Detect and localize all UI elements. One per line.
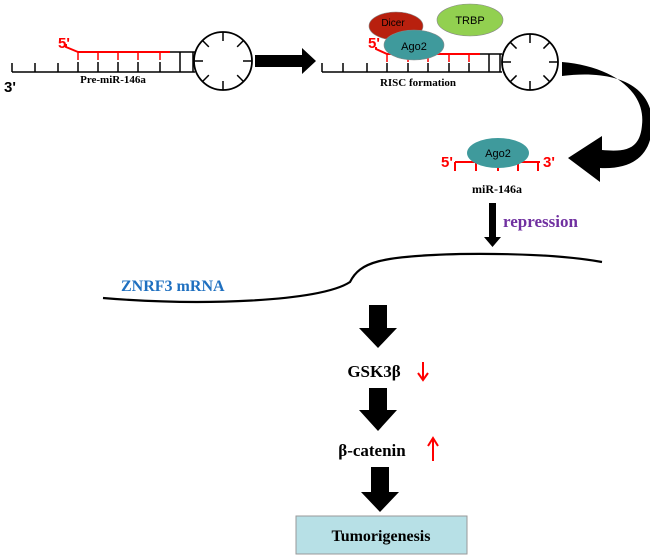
ago2-protein [467,138,529,168]
arrow-down-icon [359,305,397,348]
curved-arrow-icon [562,62,650,182]
five-prime-label: 5' [58,35,70,52]
trbp-label: TRBP [455,15,484,27]
strand-tick [201,39,210,48]
ago2-label: Ago2 [401,41,427,53]
increase-arrow-icon [427,436,439,461]
mrna-strand [102,252,603,303]
tumorigenesis-box [295,515,468,555]
five-prime-label: 5' [368,35,380,52]
three-prime-label: 3' [4,79,16,96]
arrow-right-icon [255,48,316,74]
strand-tick [509,41,518,50]
strand-tick [509,74,518,83]
arrow-down-icon [359,388,397,431]
dicer-label: Dicer [381,18,405,29]
pre-mir-hairpin [11,31,253,91]
pre-mir-label: Pre-miR-146a [80,74,146,86]
risc-label: RISC formation [380,77,456,89]
ago2-protein [383,29,445,61]
mir-label: miR-146a [472,182,522,196]
ago2-label: Ago2 [485,148,511,160]
three-prime-label: 3' [543,154,555,171]
trbp-protein [436,3,504,37]
arrow-down-icon [361,467,399,512]
strand-tick [201,74,210,83]
beta-catenin-label: β-catenin [338,441,406,460]
strand-tick [542,41,551,50]
strand-tick [236,39,245,48]
strand-tick [542,74,551,83]
tumorigenesis-label: Tumorigenesis [332,528,431,545]
repression-arrow-icon [484,203,501,247]
decrease-arrow-icon [417,362,429,382]
gsk3b-label: GSK3β [347,362,400,381]
strand-tick [236,74,245,83]
mrna-label: ZNRF3 mRNA [121,278,225,295]
five-prime-label: 5' [441,154,453,171]
repression-label: repression [503,212,578,231]
